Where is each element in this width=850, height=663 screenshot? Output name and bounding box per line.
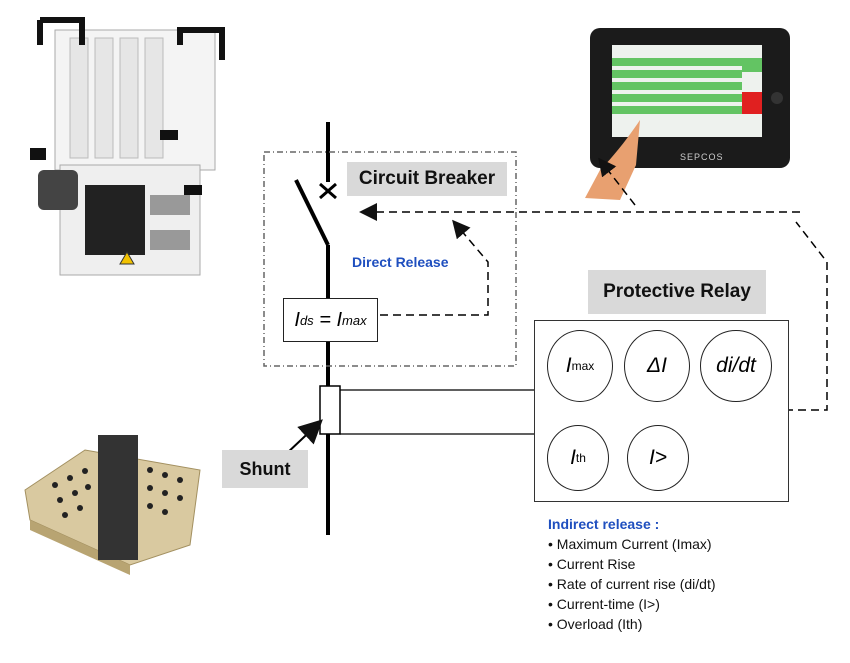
relay-function-di-dt: di/dt	[700, 330, 772, 402]
relay-function-overcurrent-time: I>	[627, 425, 689, 491]
shunt-label: Shunt	[222, 450, 308, 488]
indirect-release-list: Indirect release : • Maximum Current (Im…	[548, 514, 716, 634]
remote-signal-path	[598, 157, 636, 206]
tablet-photo: SEPCOS	[585, 28, 790, 200]
protective-relay-label: Protective Relay	[588, 270, 766, 314]
shunt-pointer-arrow	[284, 419, 323, 456]
formula-equals: =	[313, 308, 337, 331]
indirect-release-title: Indirect release :	[548, 516, 660, 532]
formula-lhs-sub: ds	[299, 312, 314, 328]
tablet-brand-text: SEPCOS	[680, 152, 724, 162]
circuit-breaker-boundary	[263, 151, 517, 367]
direct-release-label: Direct Release	[352, 254, 449, 270]
indirect-release-item: • Maximum Current (Imax)	[548, 536, 712, 552]
indirect-release-path	[785, 221, 828, 411]
circuit-breaker-label: Circuit Breaker	[347, 162, 507, 196]
indirect-release-item: • Current-time (I>)	[548, 596, 660, 612]
direct-release-path	[380, 219, 489, 316]
circuit-breaker-photo	[30, 17, 225, 276]
formula-rhs-sub: max	[342, 312, 367, 328]
indirect-release-item: • Current Rise	[548, 556, 636, 572]
shunt-photo	[24, 435, 201, 575]
formula-rhs-main: I	[336, 308, 343, 331]
indirect-release-item: • Overload (Ith)	[548, 616, 643, 632]
formula-lhs-main: I	[294, 308, 300, 331]
indirect-release-item: • Rate of current rise (di/dt)	[548, 576, 716, 592]
shunt-element	[319, 385, 341, 435]
relay-function-delta-i: ΔI	[624, 330, 690, 402]
breaker-x-mark	[319, 182, 337, 200]
breaker-switch-contact	[294, 179, 330, 246]
